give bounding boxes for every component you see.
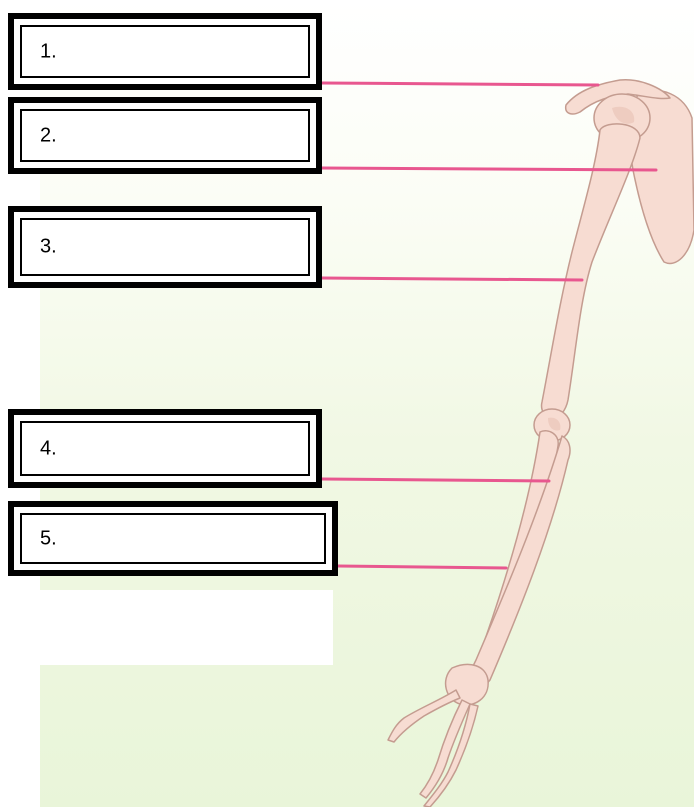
- leader-line-3: [322, 278, 582, 280]
- label-number-2: 2.: [40, 124, 57, 147]
- label-number-3: 3.: [40, 236, 57, 259]
- label-box-3-inner: 3.: [20, 218, 310, 276]
- leader-line-1: [322, 83, 598, 85]
- label-box-1-inner: 1.: [20, 25, 310, 78]
- label-box-5-inner: 5.: [20, 513, 326, 564]
- leader-line-4: [322, 479, 549, 481]
- label-box-3[interactable]: 3.: [8, 206, 322, 288]
- label-number-4: 4.: [40, 437, 57, 460]
- label-box-4-inner: 4.: [20, 421, 310, 476]
- label-number-5: 5.: [40, 527, 57, 550]
- label-box-1[interactable]: 1.: [8, 13, 322, 90]
- label-number-1: 1.: [40, 40, 57, 63]
- label-box-5[interactable]: 5.: [8, 501, 338, 576]
- leader-line-5: [338, 566, 506, 568]
- label-box-2-inner: 2.: [20, 109, 310, 162]
- label-box-4[interactable]: 4.: [8, 409, 322, 488]
- leader-line-2: [322, 168, 656, 170]
- label-box-2[interactable]: 2.: [8, 97, 322, 174]
